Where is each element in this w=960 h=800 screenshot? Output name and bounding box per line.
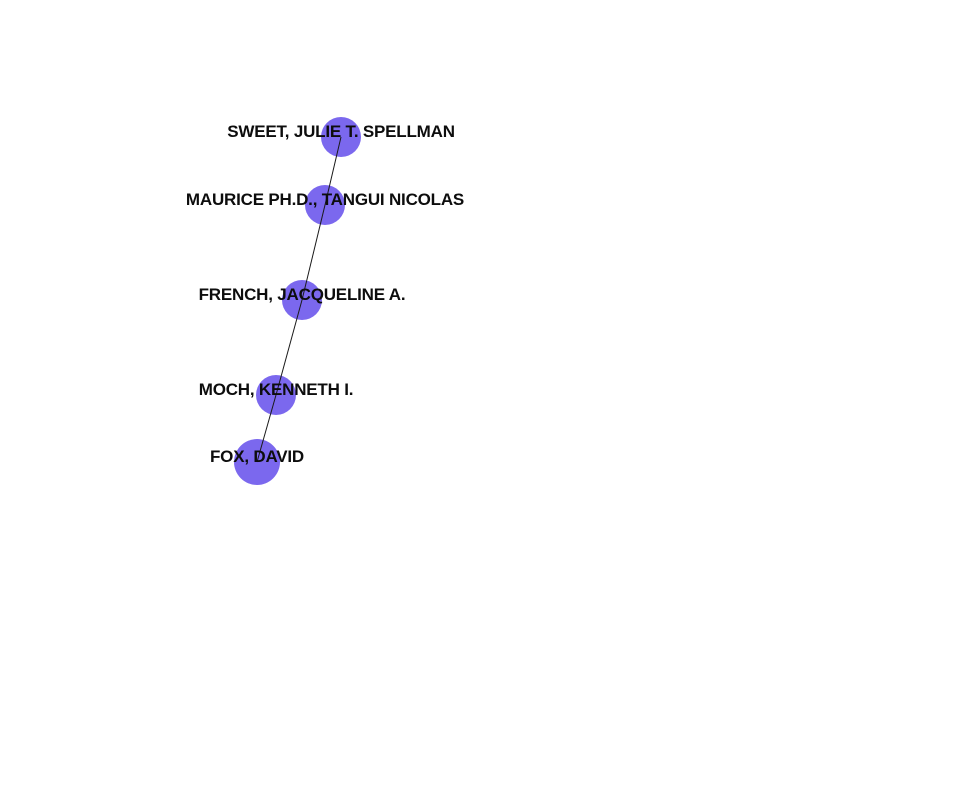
graph-edge (275, 299, 303, 396)
edges-layer (256, 136, 342, 463)
graph-edge (256, 394, 277, 463)
graph-edge (324, 136, 342, 206)
nodes-layer (234, 117, 361, 485)
graph-edge (301, 204, 326, 301)
